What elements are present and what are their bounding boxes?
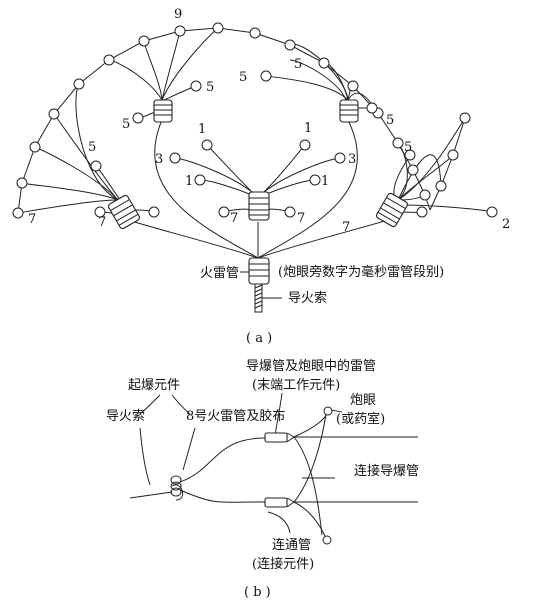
upper-connector bbox=[264, 432, 295, 443]
end-element-sublabel: (末端工作元件) bbox=[252, 378, 340, 393]
delay-number: 7 bbox=[342, 220, 350, 235]
connector-sublabel: (连接元件) bbox=[252, 556, 314, 572]
delay-number: 5 bbox=[206, 80, 214, 95]
diagram-b: 导爆管及炮眼中的雷管 (末端工作元件) 起爆元件 炮眼 导火索 8号火雷管及胶布… bbox=[106, 358, 419, 600]
right-arc-line bbox=[429, 117, 466, 211]
delay-number: 7 bbox=[230, 211, 238, 226]
safety-fuse-line bbox=[129, 491, 173, 499]
main-to-left bbox=[127, 219, 259, 259]
fuse-label: 导火索 bbox=[288, 291, 327, 306]
detonator-label: 火雷管 bbox=[200, 266, 239, 281]
leader-connector bbox=[267, 511, 291, 534]
diagram-a: 9 5 5 5 5 5 1 1 3 3 1 1 7 7 5 7 7 5 7 2 … bbox=[12, 7, 510, 346]
leader-fuse bbox=[139, 427, 151, 486]
delay-number: 7 bbox=[28, 212, 36, 227]
main-fire-detonator bbox=[248, 257, 270, 285]
lower-to-hole bbox=[293, 501, 327, 539]
detonator-tape bbox=[170, 475, 184, 501]
upper-left-detonator-coil bbox=[153, 99, 173, 123]
center-detonator-coil bbox=[248, 191, 270, 221]
right-coil-lines bbox=[393, 117, 493, 213]
delay-number: 1 bbox=[321, 174, 329, 189]
delay-number: 3 bbox=[348, 152, 356, 167]
delay-number: 5 bbox=[294, 57, 302, 72]
hole-label: 炮眼 bbox=[350, 393, 376, 408]
end-element-label: 导爆管及炮眼中的雷管 bbox=[246, 358, 376, 374]
cross-link-down bbox=[293, 436, 323, 536]
blast-hole-b-bottom bbox=[322, 535, 332, 545]
delay-number: 1 bbox=[198, 122, 206, 137]
upper-right-detonator-coil bbox=[339, 99, 359, 123]
delay-number: 5 bbox=[122, 117, 130, 132]
leader-initiator-left bbox=[139, 394, 161, 415]
tube-label: 连接导爆管 bbox=[354, 463, 419, 479]
delay-number: 1 bbox=[185, 174, 193, 189]
blast-holes bbox=[12, 22, 498, 219]
upper-tube bbox=[179, 437, 266, 483]
detonator-label-b: 8号火雷管及胶布 bbox=[186, 408, 285, 424]
delay-number: 5 bbox=[239, 70, 247, 85]
cross-link-up bbox=[293, 413, 327, 503]
initiator-label: 起爆元件 bbox=[128, 378, 180, 393]
caption-a: ( a ) bbox=[246, 331, 272, 346]
right-detonator-coil bbox=[376, 192, 408, 228]
main-to-upper-right bbox=[257, 119, 358, 259]
upper-right-coil-lines bbox=[265, 43, 379, 114]
connector-label: 连通管 bbox=[272, 537, 311, 553]
lower-tube bbox=[179, 489, 266, 503]
delay-number: 2 bbox=[502, 217, 510, 232]
delay-number: 9 bbox=[174, 7, 182, 22]
leader-initiator-right bbox=[171, 394, 191, 415]
delay-number: 5 bbox=[404, 140, 412, 155]
delay-note: (炮眼旁数字为毫秒雷管段别) bbox=[278, 264, 444, 280]
leader-detonator bbox=[182, 427, 196, 471]
main-to-right bbox=[257, 219, 389, 259]
main-to-upper-left bbox=[154, 119, 259, 259]
fuse-label-b: 导火索 bbox=[106, 409, 145, 424]
caption-b: ( b ) bbox=[244, 585, 271, 600]
delay-number: 7 bbox=[297, 211, 305, 226]
delay-number: 5 bbox=[88, 140, 96, 155]
hole-sublabel: (或药室) bbox=[336, 411, 385, 427]
delay-number: 7 bbox=[98, 215, 106, 230]
delay-number: 1 bbox=[304, 121, 312, 136]
delay-number: 5 bbox=[386, 113, 394, 128]
blast-hole-b-top bbox=[323, 406, 333, 416]
lower-connector bbox=[264, 497, 295, 508]
safety-fuse bbox=[254, 283, 263, 313]
delay-number: 3 bbox=[155, 152, 163, 167]
delay-numbers: 9 5 5 5 5 5 1 1 3 3 1 1 7 7 5 7 7 5 7 2 bbox=[28, 7, 510, 235]
left-detonator-coil bbox=[108, 194, 140, 230]
